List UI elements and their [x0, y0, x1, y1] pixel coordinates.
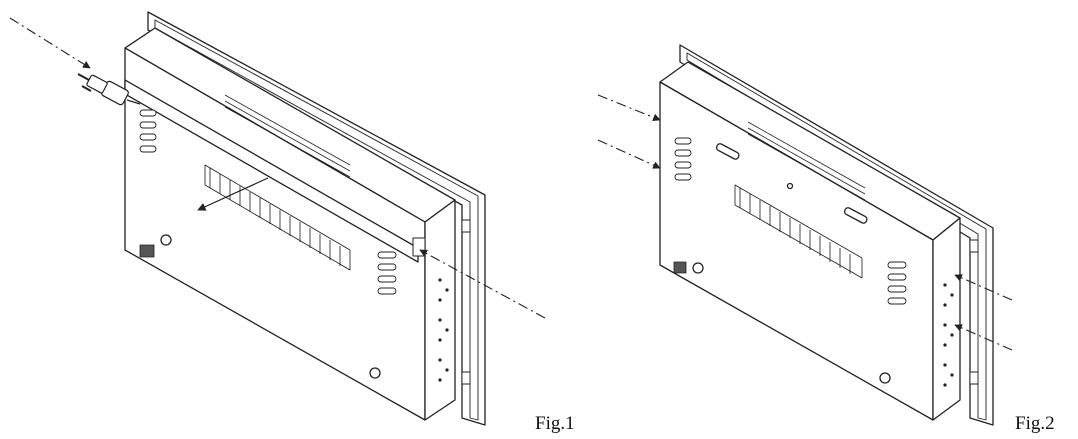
- side-insert-arrow: [419, 249, 546, 319]
- left-louvers: [674, 137, 692, 181]
- mount-slot-left: [715, 143, 740, 160]
- figure-caption-2: Fig.2: [1015, 413, 1055, 434]
- wall-frame: [147, 11, 486, 426]
- side-holes: [943, 283, 954, 387]
- knob-right: [879, 372, 891, 384]
- frame-tab-bottom: [969, 371, 979, 385]
- figure-2-unit: [659, 44, 994, 426]
- knob-left: [160, 234, 172, 246]
- top-vent: [747, 121, 866, 201]
- frame-inner-edge: [686, 52, 987, 421]
- wall-frame: [679, 44, 994, 426]
- screw-arrow-upper-left: [597, 94, 661, 121]
- fig2-arrows: [597, 94, 1013, 351]
- side-holes: [438, 278, 449, 382]
- plug-insert-arrow: [9, 17, 91, 69]
- frame-tab-top: [969, 239, 979, 253]
- figure-caption-1: Fig.1: [535, 413, 575, 434]
- left-louvers: [139, 109, 157, 153]
- screw-arrow-lower-left: [597, 139, 661, 169]
- figure-1-unit: [124, 11, 486, 426]
- cover-remove-arrow: [197, 177, 269, 211]
- fig1-arrows: [9, 17, 546, 319]
- mount-slot-right: [843, 207, 868, 224]
- knob-left: [692, 262, 704, 274]
- knob-right: [369, 367, 381, 379]
- side-bracket: [412, 237, 426, 257]
- right-louvers: [887, 261, 907, 305]
- rear-vent-grille: [734, 184, 863, 279]
- rear-vent-grille: [204, 164, 351, 271]
- rating-label: [139, 244, 155, 258]
- power-plug: [77, 73, 141, 106]
- frame-tab-bottom: [461, 371, 471, 385]
- side-face: [932, 217, 961, 421]
- top-vent: [224, 94, 351, 178]
- right-louvers: [377, 251, 397, 295]
- center-hole: [786, 182, 794, 190]
- side-face: [424, 199, 456, 421]
- rating-label: [673, 261, 687, 274]
- frame-tab-top: [461, 219, 471, 233]
